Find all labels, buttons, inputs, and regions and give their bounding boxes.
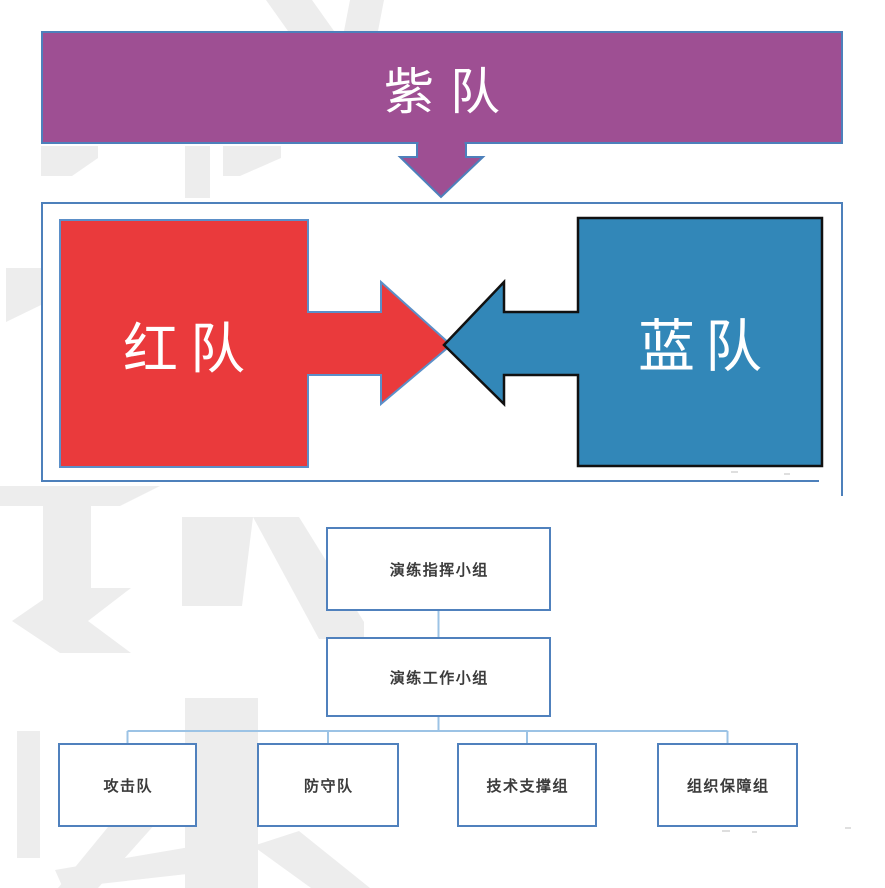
org-connectors	[126, 610, 729, 745]
watermark-stroke	[12, 588, 131, 653]
artifact-speck	[784, 473, 790, 475]
watermark	[0, 0, 384, 888]
watermark-stroke	[253, 831, 370, 888]
org-box-working	[326, 637, 551, 717]
artifact-speck	[845, 827, 851, 829]
purple-team-banner	[41, 31, 843, 144]
team-container-border	[41, 202, 843, 496]
watermark-stroke	[223, 146, 281, 176]
watermark-stroke	[6, 268, 41, 322]
down-arrow	[397, 142, 486, 199]
artifact-speck	[752, 831, 757, 833]
red-team-shape	[59, 219, 453, 468]
blue-team-shape	[442, 216, 824, 468]
watermark-stroke	[17, 731, 40, 858]
org-boxes	[58, 527, 798, 827]
org-box-command	[326, 527, 551, 611]
org-box-tech-support	[457, 743, 597, 827]
artifact-speck	[722, 830, 730, 832]
watermark-stroke	[55, 841, 232, 888]
org-box-attack	[58, 743, 197, 827]
artifact-specks	[722, 471, 851, 833]
watermark-stroke	[185, 698, 258, 888]
watermark-stroke	[41, 146, 98, 176]
watermark-stroke	[182, 517, 253, 606]
watermark-stroke	[344, 0, 384, 31]
artifact-speck	[731, 471, 738, 473]
watermark-stroke	[266, 0, 334, 31]
org-box-defense	[257, 743, 399, 827]
down-arrow-banner-join	[418, 136, 465, 146]
org-box-org-support	[657, 743, 798, 827]
watermark-stroke	[185, 146, 210, 198]
